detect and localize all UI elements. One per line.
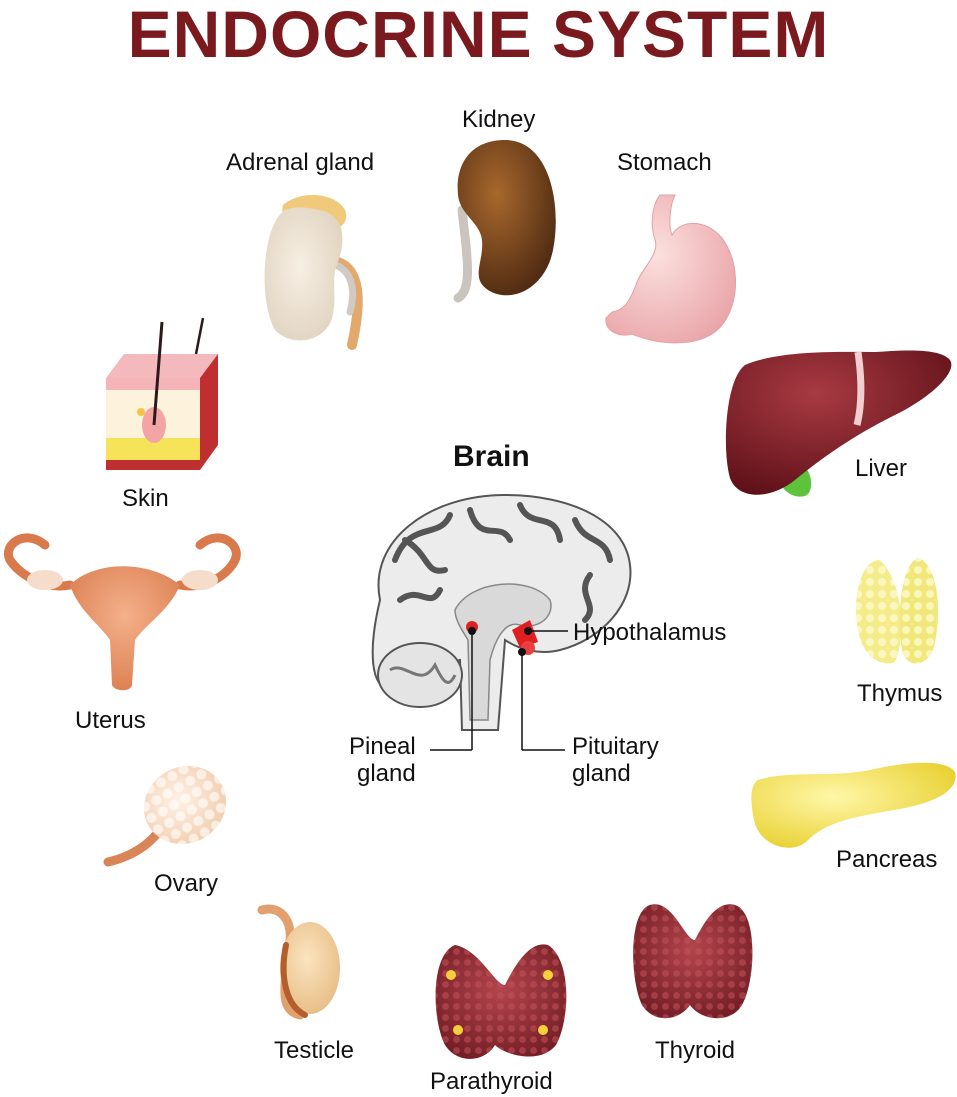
parathyroid-organ bbox=[435, 944, 567, 1059]
thymus-organ bbox=[856, 558, 939, 664]
stomach-organ bbox=[605, 194, 737, 344]
pituitary-gland-label-line2: gland bbox=[572, 760, 631, 787]
pineal-gland-label-line2: gland bbox=[357, 760, 416, 787]
page-title: ENDOCRINE SYSTEM bbox=[127, 0, 830, 71]
adrenal-gland-label: Adrenal gland bbox=[226, 149, 375, 176]
thyroid-organ bbox=[633, 904, 753, 1019]
ovary-organ bbox=[103, 765, 227, 867]
parathyroid-label: Parathyroid bbox=[430, 1068, 553, 1095]
pancreas-organ bbox=[751, 762, 956, 848]
uterus-organ bbox=[3, 533, 241, 691]
stomach-label: Stomach bbox=[617, 149, 712, 176]
pineal-gland-label-line1: Pineal bbox=[349, 733, 416, 760]
testicle-organ bbox=[257, 904, 340, 1020]
pancreas-label: Pancreas bbox=[836, 846, 938, 873]
testicle-label: Testicle bbox=[274, 1037, 355, 1064]
uterus-label: Uterus bbox=[75, 707, 146, 734]
liver-label: Liver bbox=[855, 455, 908, 482]
thymus-label: Thymus bbox=[857, 680, 943, 707]
liver-organ bbox=[725, 350, 952, 497]
ovary-label: Ovary bbox=[154, 870, 219, 897]
kidney-label: Kidney bbox=[462, 106, 536, 133]
kidney-organ bbox=[453, 140, 556, 303]
brain-title: Brain bbox=[453, 440, 530, 473]
skin-label: Skin bbox=[122, 485, 169, 512]
skin-organ bbox=[106, 317, 218, 470]
pituitary-gland-label-line1: Pituitary bbox=[572, 733, 659, 760]
adrenal-gland-organ bbox=[264, 194, 363, 350]
thyroid-label: Thyroid bbox=[655, 1037, 736, 1064]
brain-diagram bbox=[371, 493, 632, 751]
hypothalamus-label: Hypothalamus bbox=[573, 619, 727, 646]
